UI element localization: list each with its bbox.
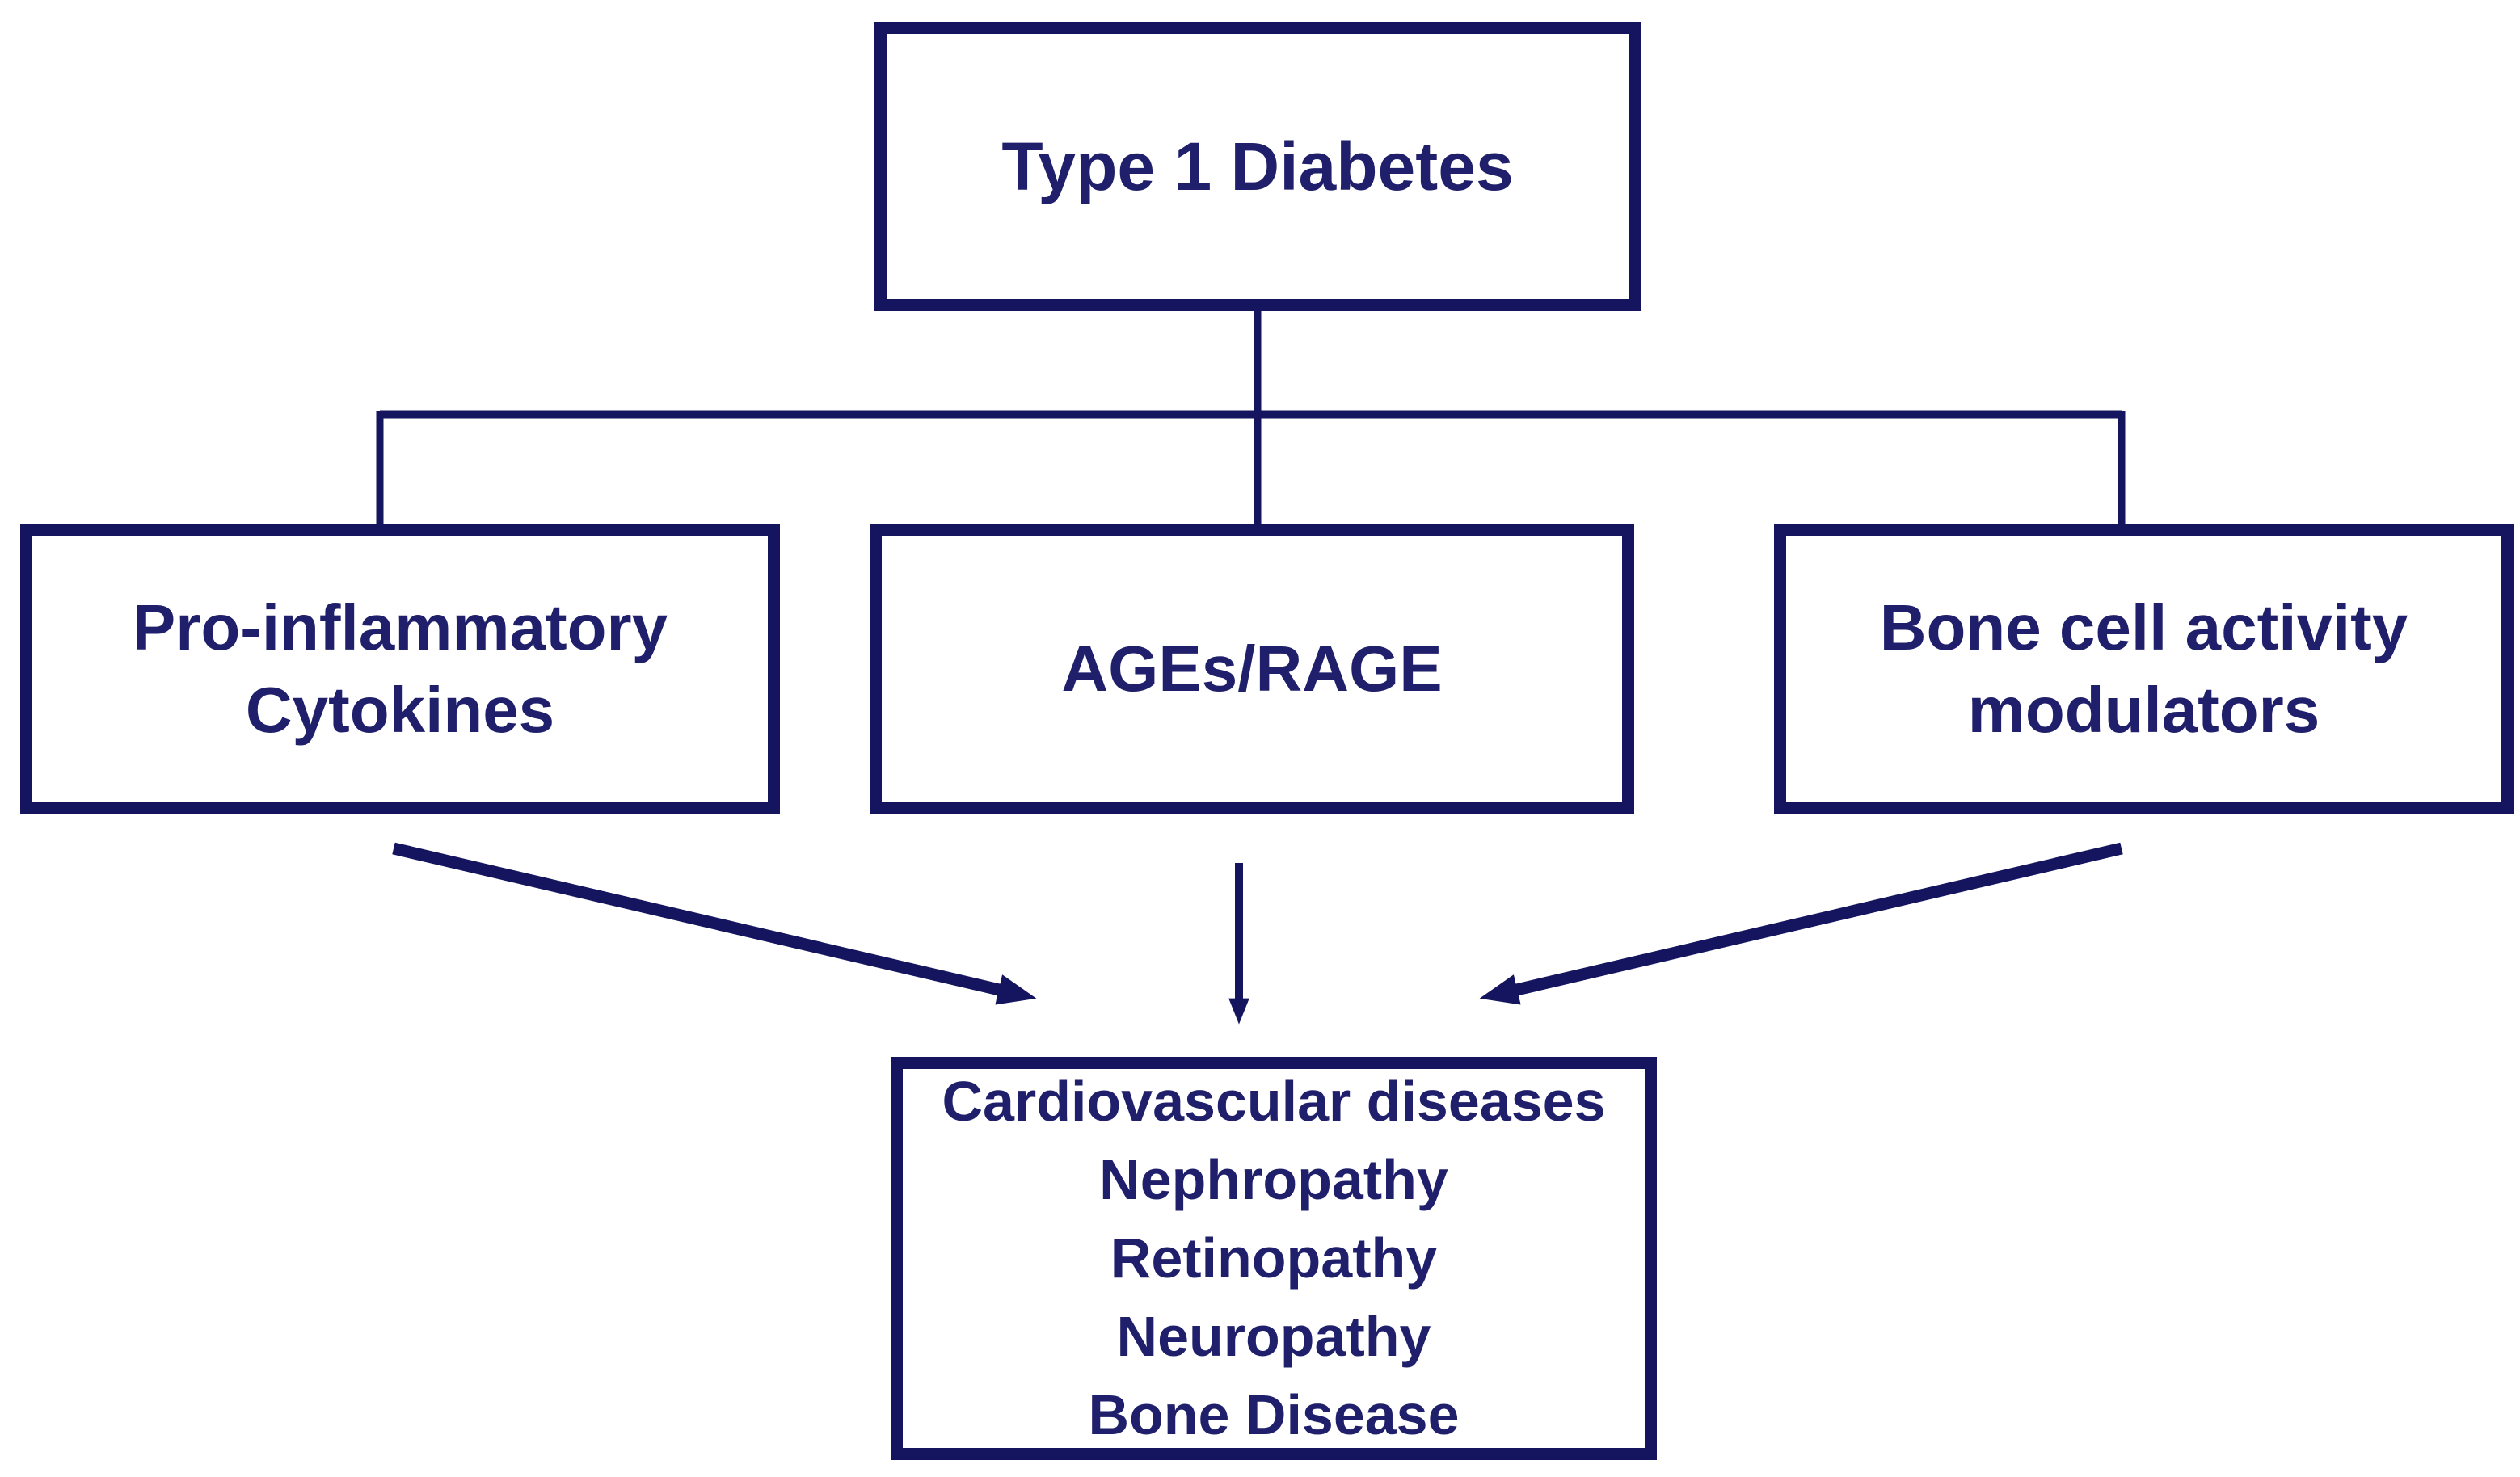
node-complications-outcomes: Cardiovascular diseases Nephropathy Reti… — [891, 1057, 1657, 1460]
node-label-line: modulators — [1967, 674, 2320, 746]
node-label: AGEs/RAGE — [1061, 633, 1443, 705]
node-label-line: Pro-inflammatory — [132, 591, 668, 663]
node-bone-cell-activity-modulators: Bone cell activity modulators — [1774, 524, 2514, 814]
node-label-line: Bone cell activity — [1879, 591, 2408, 663]
node-label: Type 1 Diabetes — [1001, 128, 1514, 204]
outcome-line: Neuropathy — [1116, 1305, 1431, 1368]
arrow-left — [392, 842, 1037, 1005]
outcome-line: Retinopathy — [1110, 1227, 1438, 1290]
node-label-line: Cytokines — [245, 674, 555, 746]
node-pro-inflammatory-cytokines: Pro-inflammatory Cytokines — [20, 524, 780, 814]
node-type-1-diabetes: Type 1 Diabetes — [874, 22, 1641, 311]
node-ages-rage: AGEs/RAGE — [870, 524, 1634, 814]
outcome-line: Cardiovascular diseases — [942, 1070, 1606, 1133]
outcome-line: Bone Disease — [1088, 1383, 1460, 1446]
arrow-right — [1479, 842, 2123, 1005]
outcome-line: Nephropathy — [1099, 1148, 1448, 1211]
